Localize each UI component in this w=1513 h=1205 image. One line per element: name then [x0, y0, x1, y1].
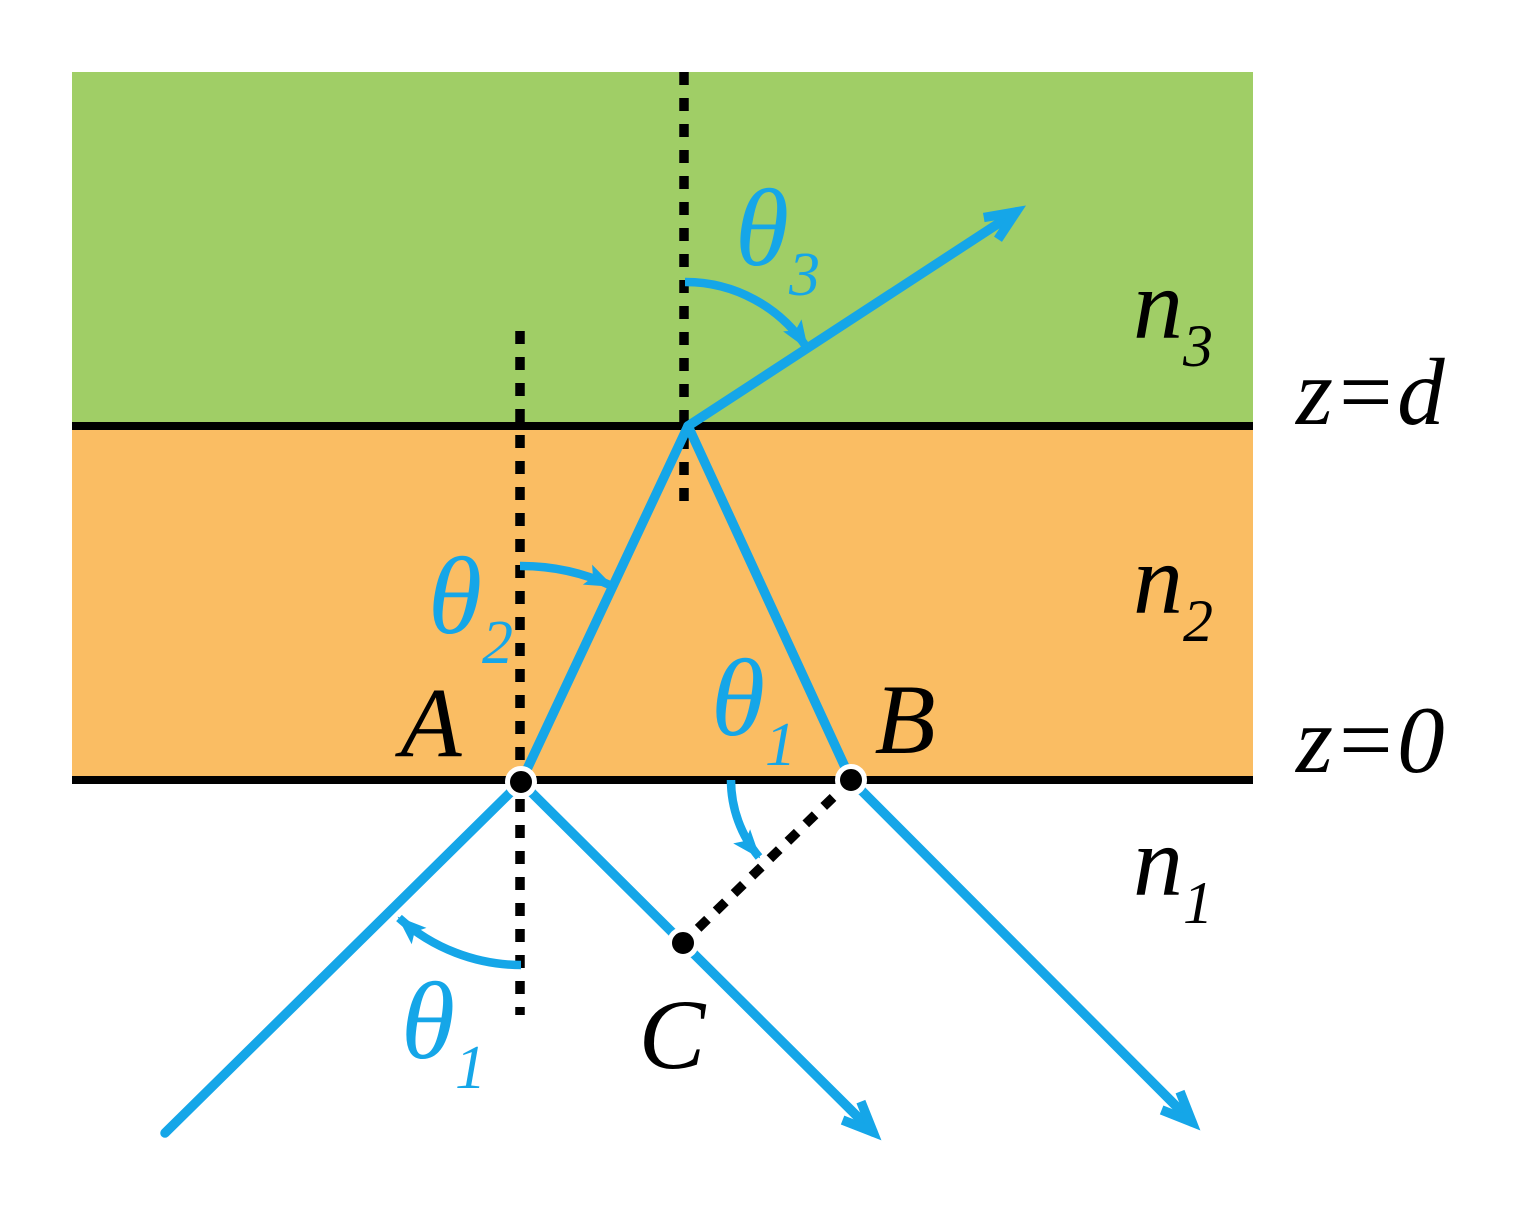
upper-interface-label: z=d [1294, 339, 1445, 445]
theta1-angle-arc-incident [396, 914, 522, 970]
transmitted-ray-at-b [846, 775, 1201, 1131]
point-b-label: B [874, 664, 935, 775]
medium-n3-subscript: 3 [1182, 313, 1213, 379]
theta1-incident-label: θ1 [401, 960, 486, 1102]
theta3-label: θ3 [735, 167, 820, 309]
theta2-angle-arc [519, 561, 614, 590]
theta2-subscript: 2 [482, 609, 513, 677]
theta1-incident-subscript: 1 [455, 1034, 486, 1102]
medium-n2-base: n [1133, 524, 1183, 635]
medium-n1-label: n1 [1133, 806, 1213, 936]
medium-n2-subscript: 2 [1183, 588, 1213, 654]
point-c-label: C [639, 979, 707, 1090]
medium-n3-label: n3 [1133, 249, 1213, 379]
wavefront-dashed-b-to-c [679, 776, 855, 947]
point-b-dot [835, 764, 867, 796]
theta3-angle-arc [684, 277, 811, 351]
theta1-at-b-subscript: 1 [765, 711, 796, 779]
theta2-base: θ [428, 535, 482, 657]
lower-interface-label: z=0 [1294, 687, 1445, 793]
internally-reflected-ray-down-to-b [683, 421, 856, 785]
region-medium-n3 [72, 72, 1253, 426]
refracted-ray-in-medium2-up [516, 421, 693, 787]
theta1-incident-base: θ [401, 960, 455, 1082]
medium-n1-base: n [1133, 806, 1183, 917]
theta3-base: θ [735, 167, 789, 289]
theta1-at-b-base: θ [711, 637, 765, 759]
medium-n3-base: n [1133, 249, 1183, 360]
point-a-dot [505, 766, 537, 798]
theta2-label: θ2 [428, 535, 513, 677]
theta1-at-b-label: θ1 [711, 637, 796, 779]
medium-n1-subscript: 1 [1183, 870, 1213, 936]
reflected-ray-at-a [516, 777, 882, 1141]
point-a-label: A [394, 667, 462, 778]
theta3-subscript: 3 [788, 241, 820, 309]
transmitted-ray-into-medium3 [683, 205, 1027, 431]
point-c-dot [667, 927, 699, 959]
incident-ray [160, 777, 526, 1138]
theta1-angle-arc-at-b [726, 779, 763, 860]
medium-n2-label: n2 [1133, 524, 1213, 654]
